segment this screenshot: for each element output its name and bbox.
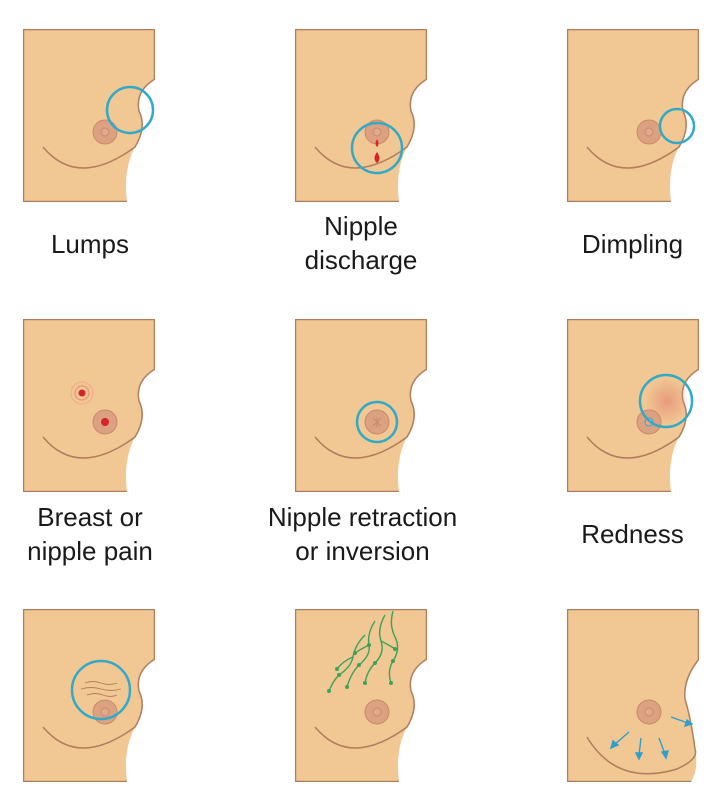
skin-texture-illustration (23, 609, 155, 782)
discharge-drop (375, 139, 379, 147)
pain-radiating-icon (70, 381, 94, 405)
symptom-label-redness: Redness (581, 519, 684, 549)
redness-illustration (567, 319, 699, 492)
highlight-circle (658, 107, 696, 145)
discharge-drop (374, 152, 380, 163)
skin-texture-lines (80, 681, 122, 697)
highlight-circle (638, 373, 694, 429)
breast-nipple-pain-illustration (23, 319, 155, 492)
symptom-label-nipple-discharge: Nipple discharge (304, 211, 418, 275)
visible-veins-illustration (295, 609, 427, 782)
symptom-label-breast-nipple-pain: Breast or nipple pain (27, 502, 153, 566)
highlight-circle (350, 121, 404, 175)
lumps-illustration (23, 29, 155, 202)
symptom-label-nipple-retraction: Nipple retraction or inversion (267, 502, 458, 566)
nipple-discharge-illustration (295, 29, 427, 202)
symptom-label-lumps: Lumps (50, 229, 130, 259)
highlight-circle (105, 85, 155, 135)
symptom-label-dimpling: Dimpling (581, 229, 684, 259)
nipple-retraction-illustration (295, 319, 427, 492)
highlight-circle (70, 659, 132, 721)
dimpling-illustration (567, 29, 699, 202)
highlight-circle (355, 400, 399, 444)
size-shape-change-illustration (567, 609, 699, 782)
sagging-arrows (609, 716, 694, 761)
